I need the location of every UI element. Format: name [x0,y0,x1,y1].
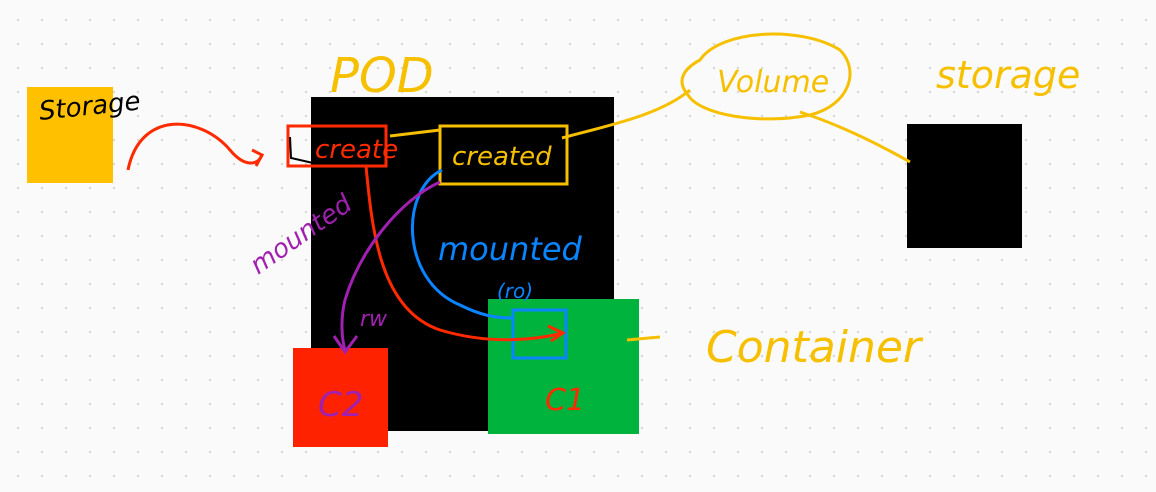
pod-label: POD [330,48,434,104]
rw-label: rw [360,307,388,332]
storage-box-left [27,87,113,183]
volume-to-pod-line [561,88,691,140]
volume-label: Volume [717,65,829,100]
created-yellow-box [438,124,569,186]
storage-to-pod-arrow [126,122,264,171]
c2-label: C2 [318,385,363,425]
create-link-line [389,128,441,138]
container-pointer-line [626,335,661,342]
ro-label: (ro) [497,279,533,303]
mounted-blue-label: mounted [438,230,583,268]
c1-label: C1 [545,383,585,418]
storage-box-right [907,124,1022,248]
create-red-label: create [315,135,398,165]
created-yellow-label: created [452,142,552,172]
red-create-to-c1-arrow [364,165,564,342]
ro-mount-box [511,308,568,360]
red-c1-arrowhead [547,324,567,343]
purple-mount-arrow [340,180,441,351]
black-tick [289,136,314,164]
purple-arrowhead [332,335,359,355]
c2-container-box [293,348,388,447]
container-label: Container [706,322,924,373]
storage-to-pod-arrowhead [251,148,265,167]
volume-to-storage-line [799,110,911,164]
storage-right-label: storage [936,53,1080,97]
create-red-box [286,124,388,168]
